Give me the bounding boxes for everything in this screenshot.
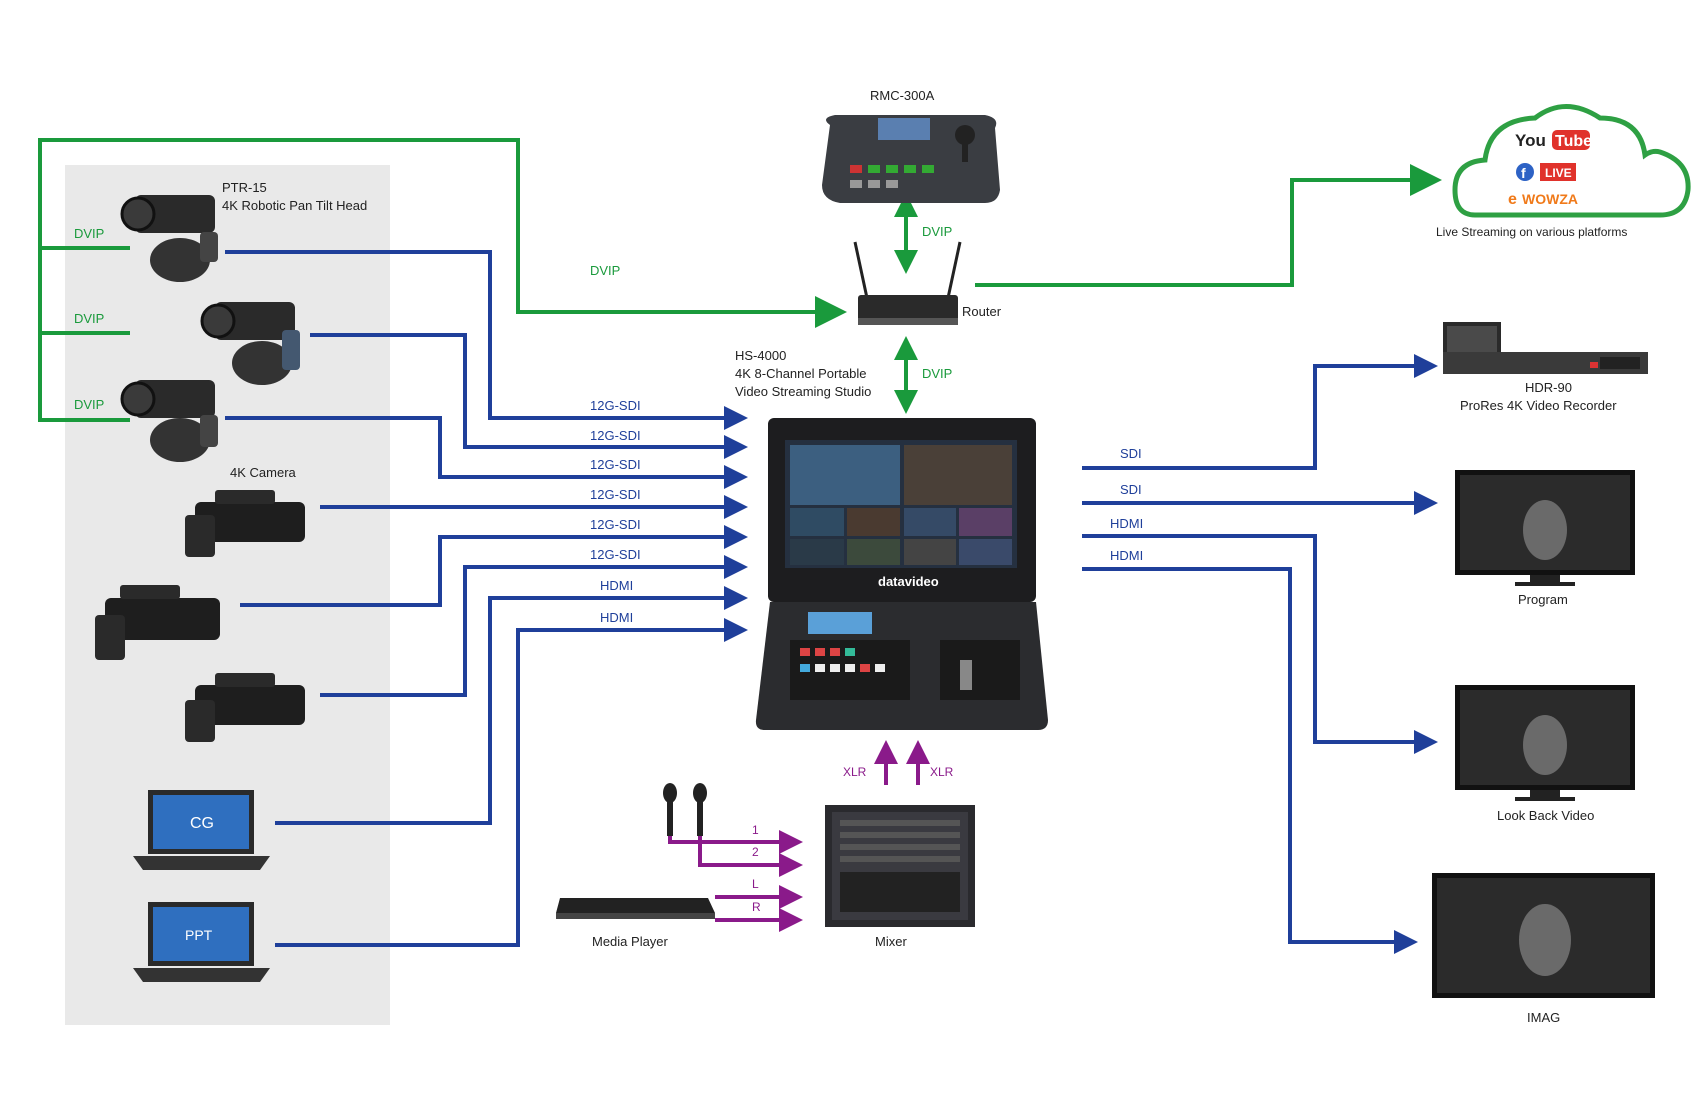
hdr-desc: ProRes 4K Video Recorder [1460,398,1617,413]
youtube-you: You [1515,131,1546,150]
input-label-4: 12G-SDI [590,487,641,502]
live-badge [1540,163,1576,181]
input-label-6: 12G-SDI [590,547,641,562]
rmc-controller [822,115,1000,203]
streaming-caption: Live Streaming on various platforms [1436,225,1627,239]
youtube-logo [1552,130,1590,150]
imag-screen [1432,873,1655,998]
audio-ch-2: 2 [752,845,759,859]
dvip-lines [38,138,1442,422]
hs-desc-1: 4K 8-Channel Portable [735,366,867,381]
ptr-camera-3 [120,380,218,462]
camera-label: 4K Camera [230,465,297,480]
xlr-label-2: XLR [930,765,954,779]
output-label-1: SDI [1120,446,1142,461]
input-lines [225,250,748,947]
live-text: LIVE [1545,166,1572,180]
audio-ch-1: 1 [752,823,759,837]
youtube-tube: Tube [1555,133,1592,150]
mixer-label: Mixer [875,934,907,949]
output-label-2: SDI [1120,482,1142,497]
audio-ch-r: R [752,900,761,914]
dvip-label-router: DVIP [922,366,952,381]
imag-label: IMAG [1527,1010,1560,1025]
lookback-label: Look Back Video [1497,808,1594,823]
input-label-7: HDMI [600,578,633,593]
output-lines [1082,354,1438,954]
dvip-label-1: DVIP [74,226,104,241]
cg-label: CG [190,815,214,832]
laptop-cg [133,790,270,870]
audio-ch-l: L [752,877,759,891]
dvip-label-rmc: DVIP [922,224,952,239]
hs-brand: datavideo [878,574,939,589]
hdr-name: HDR-90 [1525,380,1572,395]
dvip-label-3: DVIP [74,397,104,412]
output-label-3: HDMI [1110,516,1143,531]
input-label-1: 12G-SDI [590,398,641,413]
hs-desc-2: Video Streaming Studio [735,384,871,399]
media-player [556,898,715,919]
wowza-text: WOWZA [1522,191,1578,207]
router-label: Router [962,304,1002,319]
handheld-camera-3 [185,673,305,742]
ptr-name: PTR-15 [222,180,267,195]
laptop-ppt [133,902,270,982]
ptr-desc: 4K Robotic Pan Tilt Head [222,198,367,213]
output-label-4: HDMI [1110,548,1143,563]
input-label-2: 12G-SDI [590,428,641,443]
input-label-5: 12G-SDI [590,517,641,532]
hs-4000 [755,418,1048,730]
dvip-label-2: DVIP [74,311,104,326]
ptr-camera-2 [200,302,300,385]
mixer [825,805,975,927]
hs-name: HS-4000 [735,348,786,363]
rmc-label: RMC-300A [870,88,935,103]
media-player-label: Media Player [592,934,669,949]
handheld-camera-2 [95,585,220,660]
program-monitor [1455,470,1635,586]
microphones [663,783,707,836]
streaming-cloud [1452,104,1691,218]
ppt-label: PPT [185,927,213,943]
input-label-3: 12G-SDI [590,457,641,472]
handheld-camera-1 [185,490,305,557]
dvip-label-4: DVIP [590,263,620,278]
xlr-label-1: XLR [843,765,867,779]
router [853,241,962,325]
ptr-camera-1 [120,195,218,282]
wowza-e: e [1508,191,1517,208]
program-label: Program [1518,592,1568,607]
facebook-icon [1516,163,1534,181]
facebook-glyph: f [1521,165,1526,181]
source-panel [65,165,390,1025]
lookback-monitor [1455,685,1635,801]
hdr-90 [1443,322,1648,374]
input-label-8: HDMI [600,610,633,625]
